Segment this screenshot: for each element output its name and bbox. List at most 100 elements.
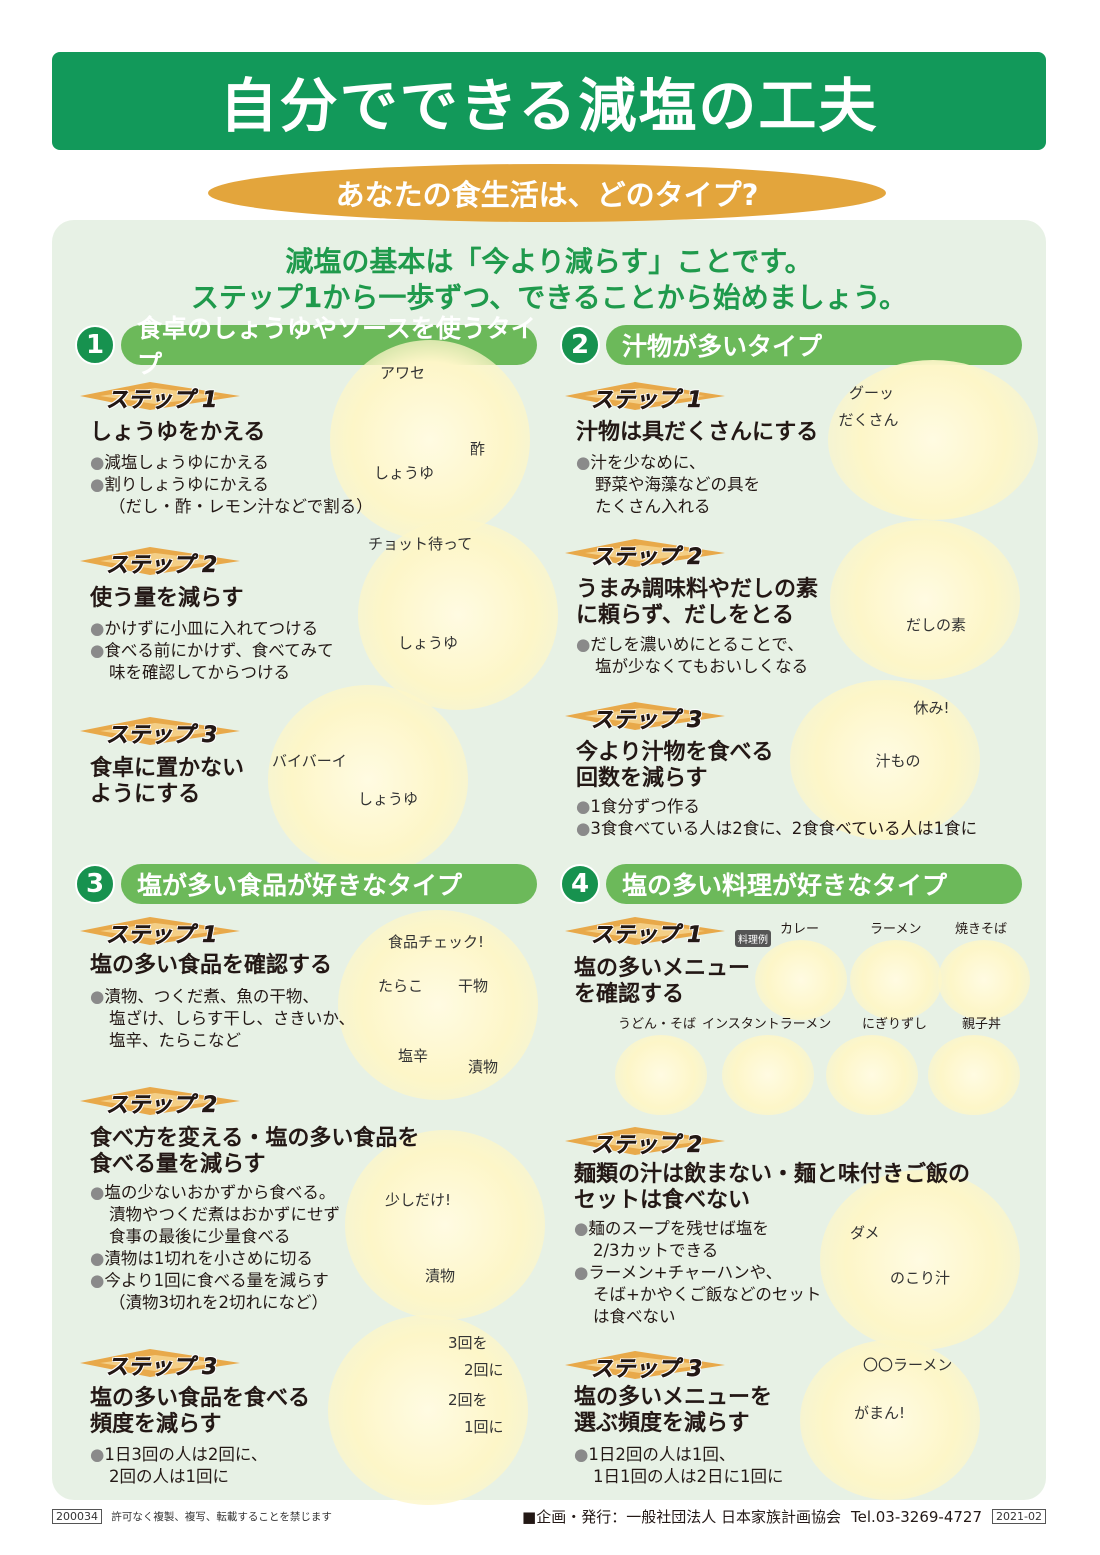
step-label-text: ステップ [591, 1357, 680, 1383]
dish-illustration [928, 1035, 1020, 1115]
illustration: 〇〇ラーメンがまん! [800, 1340, 980, 1500]
bullet-item: ●食べる前にかけず、食べてみて [90, 640, 334, 662]
step-number: 2 [687, 1133, 703, 1159]
illustration-caption: 塩辛 [398, 1046, 429, 1065]
bullet-dot-icon: ● [574, 1263, 589, 1282]
step-label-text: ステップ [591, 708, 680, 734]
illustration-caption: 1回に [464, 1417, 504, 1436]
step-heading: 食べる量を減らす [90, 1152, 266, 1177]
bullet-item: 食事の最後に少量食べる [90, 1226, 291, 1248]
illustration-caption: がまん! [854, 1404, 906, 1422]
illustration-caption: バイバーイ [272, 751, 347, 770]
footer-tel: Tel.03-3269-4727 [850, 1507, 983, 1526]
illustration: ダメのこり汁 [820, 1170, 1020, 1350]
step-heading: 選ぶ頻度を減らす [574, 1411, 750, 1436]
section-number-badge: 4 [560, 864, 600, 904]
intro-line-2: ステップ1から一歩ずつ、できることから始めましょう。 [190, 281, 908, 314]
bullet-item: ●麺のスープを残せば塩を [574, 1218, 769, 1240]
dish-label: にぎりずし [862, 1017, 928, 1032]
bullet-text: 割りしょうゆにかえる [104, 475, 269, 494]
subtitle: あなたの食生活は、どのタイプ? [335, 178, 759, 212]
bullet-text: そば+かやくご飯などのセット [593, 1285, 822, 1304]
dish-label: うどん・そば [618, 1017, 697, 1032]
bullet-text: 野菜や海藻などの具を [595, 475, 760, 494]
illustration-caption: グーッ [849, 384, 895, 402]
step-number: 1 [687, 923, 703, 949]
step-number: 2 [202, 553, 218, 579]
step-number: 2 [202, 1093, 218, 1119]
step-heading: 塩の多いメニュー [574, 956, 751, 981]
bullet-item: ●減塩しょうゆにかえる [90, 452, 269, 474]
section-title: 塩の多い料理が好きなタイプ [606, 864, 1022, 904]
bullet-item: 2/3カットできる [574, 1240, 718, 1262]
step-heading: 塩の多い食品を確認する [90, 953, 333, 978]
bullet-text: 2/3カットできる [593, 1241, 719, 1260]
dish-label: ラーメン [870, 922, 922, 937]
bullet-item: ●ラーメン+チャーハンや、 [574, 1262, 782, 1284]
bullet-text: 味を確認してからつける [109, 663, 291, 682]
step-heading: 食べ方を変える・塩の多い食品を [90, 1126, 420, 1151]
bullet-item: たくさん入れる [576, 496, 711, 518]
bullet-dot-icon: ● [90, 641, 105, 660]
bullet-item: ●今より1回に食べる量を減らす [90, 1270, 329, 1292]
bullet-text: （漬物3切れを2切れになど） [109, 1293, 328, 1312]
step-heading: うまみ調味料やだしの素 [576, 577, 819, 602]
bullet-text: 1食分ずつ作る [590, 797, 700, 816]
bullet-dot-icon: ● [574, 1219, 589, 1238]
footer-code: 200034 [52, 1509, 102, 1524]
bullet-text: 今より1回に食べる量を減らす [104, 1271, 329, 1290]
bullet-dot-icon: ● [90, 1271, 105, 1290]
step-number: 3 [202, 723, 218, 749]
step-number: 1 [687, 388, 703, 414]
bullet-text: 食事の最後に少量食べる [109, 1227, 291, 1246]
illustration: グーッだくさん [828, 360, 1038, 520]
step-badge-2: ステップ 2 [565, 537, 730, 571]
bullet-text: 漬物、つくだ煮、魚の干物、 [104, 987, 319, 1006]
intro-line-1: 減塩の基本は「今より減らす」ことです。 [285, 245, 813, 278]
bullet-text: 塩が少なくてもおいしくなる [595, 657, 809, 676]
bullet-text: 漬物は1切れを小さめに切る [104, 1249, 313, 1268]
bullet-item: ●割りしょうゆにかえる [90, 474, 269, 496]
step-heading: 頻度を減らす [90, 1412, 222, 1437]
dish-illustration [755, 940, 847, 1020]
bullet-dot-icon: ● [90, 619, 105, 638]
illustration-caption: しょうゆ [374, 464, 435, 482]
step-label-text: ステップ [591, 545, 680, 571]
step-label-text: ステップ [591, 923, 680, 949]
illustration-caption: アワセ [380, 364, 426, 382]
bullet-dot-icon: ● [90, 453, 105, 472]
section-number-badge: 1 [75, 325, 115, 365]
footer-notice: 許可なく複製、複写、転載することを禁じます [111, 1511, 332, 1523]
illustration: だしの素 [830, 520, 1020, 680]
bullet-text: 塩ざけ、しらす干し、さきいか、 [109, 1009, 356, 1028]
dish-label: 親子丼 [962, 1017, 1002, 1032]
step-badge-1: ステップ 1 [565, 915, 730, 949]
step-number: 1 [202, 923, 218, 949]
bullet-dot-icon: ● [90, 1183, 105, 1202]
step-label-text: ステップ [106, 723, 195, 749]
footer-date-code: 2021-02 [992, 1509, 1046, 1524]
bullet-text: 麺のスープを残せば塩を [588, 1219, 769, 1238]
illustration-caption: しょうゆ [398, 634, 459, 652]
footer-left: 200034 許可なく複製、複写、転載することを禁じます [52, 1509, 332, 1524]
bullet-item: ●塩の少ないおかずから食べる。 [90, 1182, 335, 1204]
step-number: 2 [687, 545, 703, 571]
bullet-dot-icon: ● [90, 1249, 105, 1268]
step-heading: に頼らず、だしをとる [576, 603, 795, 628]
illustration-caption: 酢 [470, 440, 486, 458]
bullet-dot-icon: ● [574, 1445, 589, 1464]
bullet-item: 2回の人は1回に [90, 1466, 229, 1488]
bullet-dot-icon: ● [90, 987, 105, 1006]
example-label: 料理例 [735, 930, 771, 947]
illustration-caption: のこり汁 [890, 1269, 951, 1287]
bullet-dot-icon: ● [90, 1445, 105, 1464]
section-title: 塩が多い食品が好きなタイプ [121, 864, 537, 904]
bullet-item: 野菜や海藻などの具を [576, 474, 760, 496]
